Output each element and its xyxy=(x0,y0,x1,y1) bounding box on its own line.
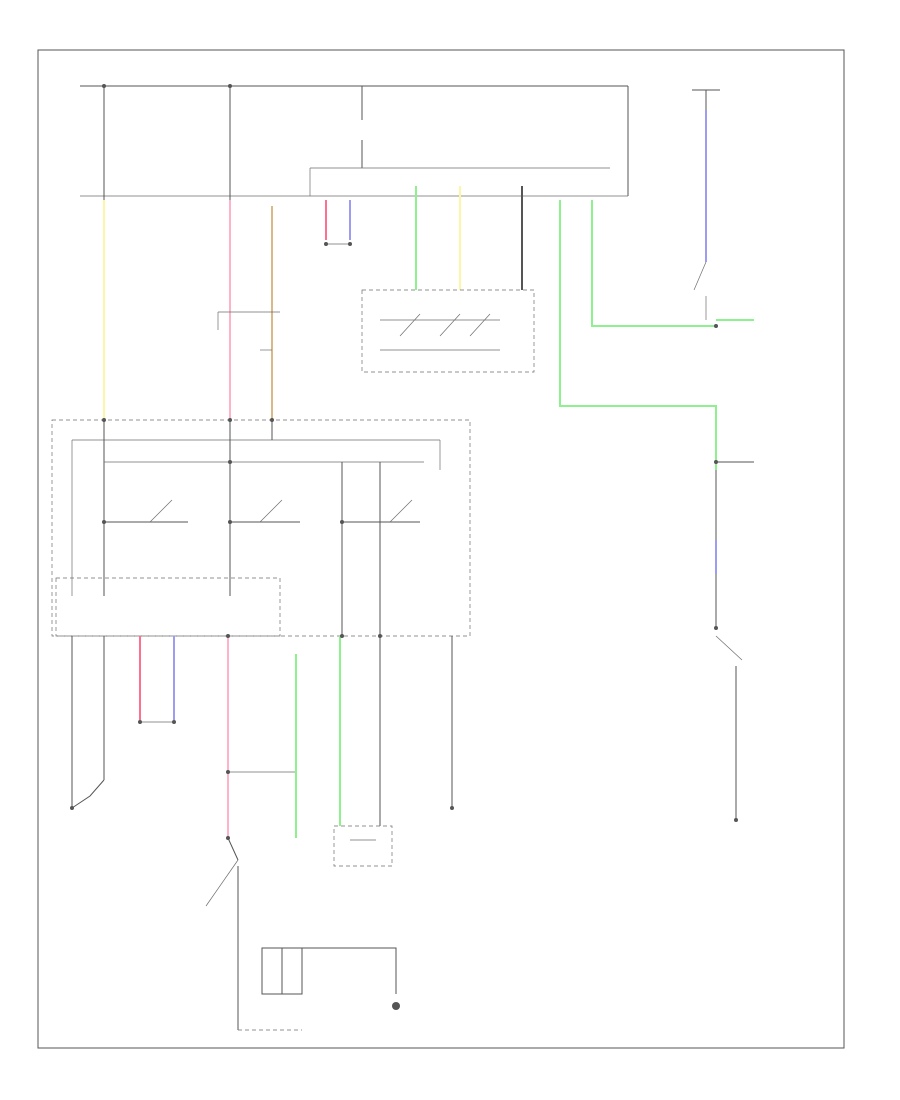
short-drop-wires xyxy=(325,186,523,290)
relay-block xyxy=(51,419,471,637)
diagram-frame xyxy=(37,49,845,1049)
lower-left-wires xyxy=(71,636,453,838)
bottom-components xyxy=(205,825,400,1031)
wire-green-right xyxy=(591,200,716,327)
connection-dots xyxy=(70,84,738,840)
right-top-branch xyxy=(692,89,720,320)
wire-green-long xyxy=(559,200,717,470)
left-feed-wires xyxy=(103,86,280,420)
switch-assembly-top xyxy=(361,289,535,373)
right-lower-branch xyxy=(715,461,754,820)
top-fuse-bus xyxy=(80,85,629,197)
green-wire-long xyxy=(559,200,754,470)
